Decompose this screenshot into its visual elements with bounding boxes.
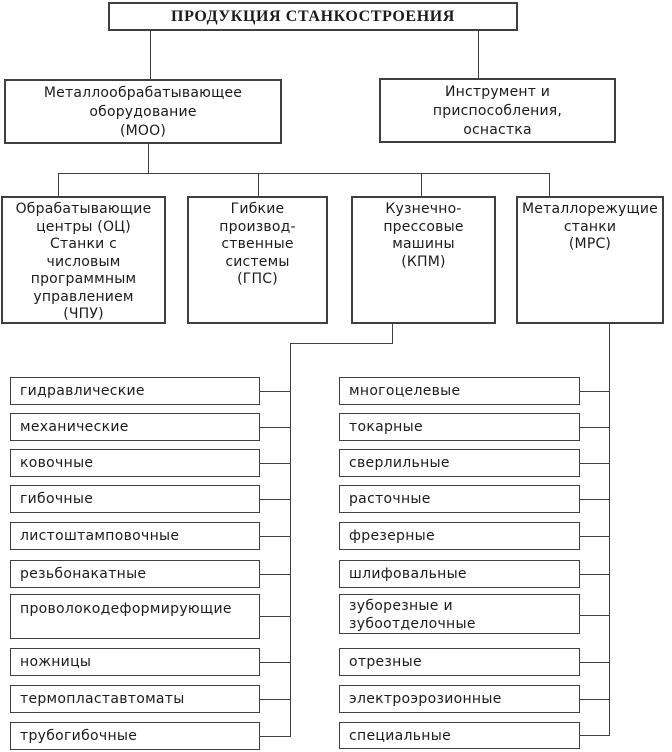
connector-line — [58, 173, 59, 196]
kpm-item: проволокодеформирующие — [10, 594, 260, 639]
kpm-item: гидравлические — [10, 377, 260, 405]
kpm-item: термопластавтоматы — [10, 685, 260, 713]
node-tools-accessories: Инструмент и приспособления, оснастка — [379, 78, 616, 143]
connector-line — [260, 736, 290, 737]
mrs-item: сверлильные — [339, 449, 580, 477]
kpm-item: механические — [10, 413, 260, 441]
kpm-item: гибочные — [10, 485, 260, 513]
connector-line — [580, 574, 609, 575]
connector-line — [290, 343, 393, 344]
connector-line — [580, 699, 609, 700]
node-machining-centers-cnc: Обрабатывающие центры (ОЦ) Станки с числ… — [1, 196, 166, 324]
kpm-item: резьбонакатные — [10, 560, 260, 588]
mrs-item: отрезные — [339, 648, 580, 676]
mrs-spine-line — [609, 324, 610, 736]
connector-line — [260, 574, 290, 575]
connector-line — [580, 463, 609, 464]
connector-line — [478, 31, 479, 78]
mrs-item: зуборезные и зубоотделочные — [339, 594, 580, 634]
chart-title-box: ПРОДУКЦИЯ СТАНКОСТРОЕНИЯ — [108, 2, 518, 31]
mrs-item: шлифовальные — [339, 560, 580, 588]
kpm-item: ковочные — [10, 449, 260, 477]
connector-line — [58, 173, 550, 174]
connector-line — [148, 144, 149, 173]
connector-line — [260, 463, 290, 464]
node-forging-press-kpm: Кузнечно- прессовые машины (КПМ) — [351, 196, 496, 324]
mrs-item: многоцелевые — [339, 377, 580, 405]
connector-line — [421, 173, 422, 196]
node-metal-cutting-mrs: Металлорежущие станки (МРС) — [516, 196, 664, 324]
connector-line — [260, 499, 290, 500]
kpm-item: трубогибочные — [10, 722, 260, 750]
connector-line — [260, 616, 290, 617]
connector-line — [260, 391, 290, 392]
connector-line — [392, 324, 393, 344]
mrs-item: фрезерные — [339, 522, 580, 550]
connector-line — [258, 173, 259, 196]
kpm-item: ножницы — [10, 648, 260, 676]
connector-line — [580, 427, 609, 428]
connector-line — [580, 735, 609, 736]
mrs-item: специальные — [339, 722, 580, 749]
connector-line — [580, 615, 609, 616]
connector-line — [580, 499, 609, 500]
kpm-spine-line — [290, 343, 291, 737]
connector-line — [549, 173, 550, 196]
mrs-item: токарные — [339, 413, 580, 441]
connector-line — [580, 391, 609, 392]
connector-line — [150, 31, 151, 79]
connector-line — [580, 662, 609, 663]
kpm-item: листоштамповочные — [10, 522, 260, 550]
connector-line — [260, 536, 290, 537]
connector-line — [260, 427, 290, 428]
mrs-item: расточные — [339, 485, 580, 513]
connector-line — [260, 662, 290, 663]
connector-line — [260, 699, 290, 700]
node-flexible-systems-gps: Гибкие производ- ственные системы (ГПС) — [187, 196, 328, 324]
connector-line — [580, 536, 609, 537]
mrs-item: электроэрозионные — [339, 685, 580, 713]
node-metalworking-equipment: Металлообрабатывающее оборудование (МОО) — [4, 79, 282, 144]
